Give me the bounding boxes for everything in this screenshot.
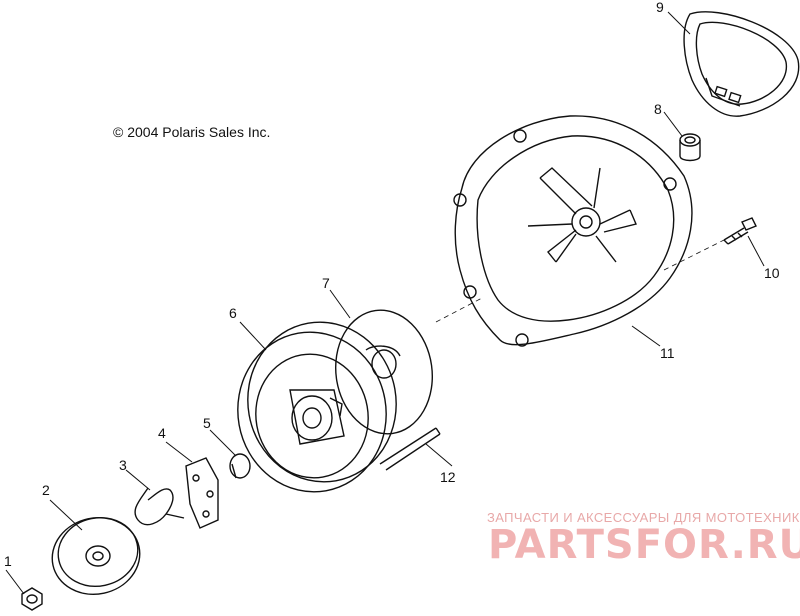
part-7-spring-cup (334, 309, 434, 435)
copyright-text: © 2004 Polaris Sales Inc. (113, 124, 271, 140)
callout-3: 3 (119, 457, 127, 473)
watermark-brand: PARTSFOR.RU (488, 522, 800, 568)
callout-11: 11 (660, 345, 675, 361)
part-1-nut (21, 587, 43, 611)
callout-2: 2 (42, 482, 50, 498)
center-lines (435, 239, 725, 323)
callout-9: 9 (656, 0, 664, 15)
callout-12: 12 (440, 469, 456, 485)
part-2-washer (51, 517, 141, 595)
part-6-pulley (237, 321, 397, 493)
watermark-tagline: ЗАПЧАСТИ И АКСЕССУАРЫ ДЛЯ МОТОТЕХНИКИ (487, 510, 800, 525)
part-9-cover (683, 11, 800, 117)
part-8-bushing (679, 133, 701, 162)
callout-labels: 1 2 3 4 5 6 7 8 9 10 11 12 (4, 0, 780, 569)
callout-10: 10 (764, 265, 780, 281)
callout-7: 7 (322, 275, 330, 291)
callout-1: 1 (4, 553, 12, 569)
callout-5: 5 (203, 415, 211, 431)
callout-4: 4 (158, 425, 166, 441)
leader-lines (5, 11, 765, 595)
part-10-bolt (723, 217, 757, 245)
callout-8: 8 (654, 101, 662, 117)
callout-6: 6 (229, 305, 237, 321)
part-5-clip (229, 453, 251, 479)
part-4-pawl (185, 457, 219, 529)
part-3-spring (134, 487, 185, 526)
part-11-housing (453, 115, 693, 347)
part-12-rope (379, 427, 441, 471)
